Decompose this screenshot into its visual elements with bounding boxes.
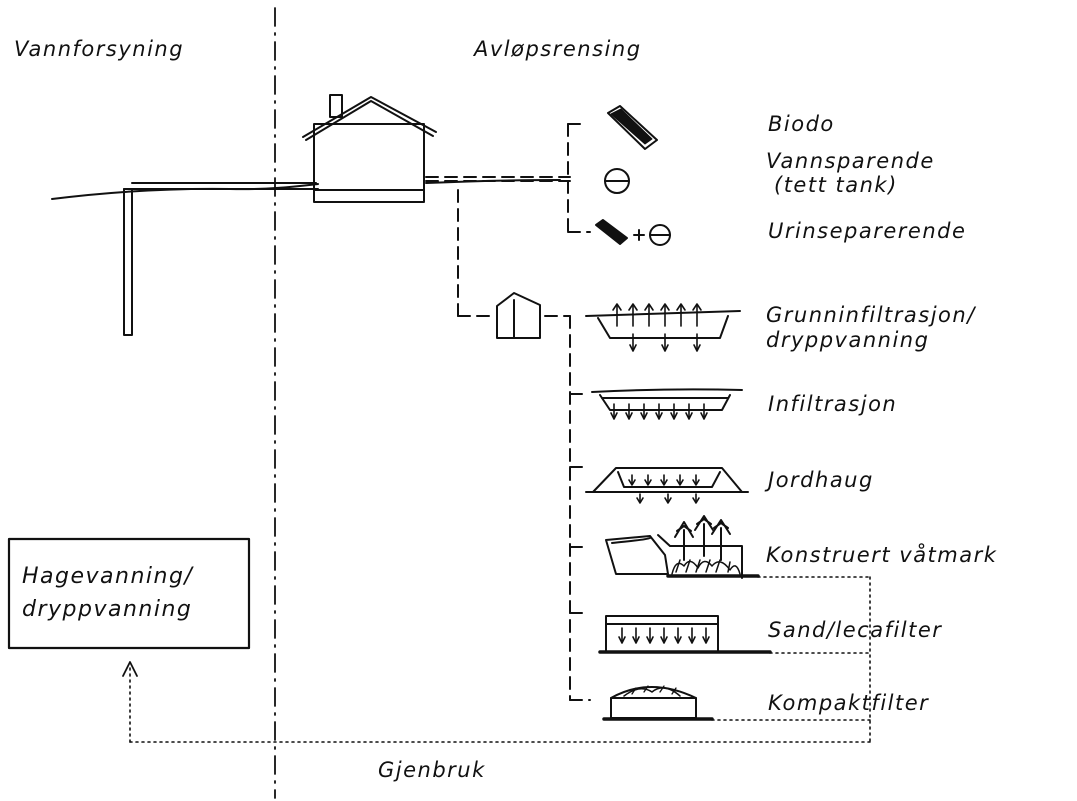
septic-tank-icon	[496, 292, 541, 339]
sand-filter-icon	[598, 615, 772, 654]
label-tett-tank: (tett tank)	[774, 173, 898, 197]
ground-infiltration-icon	[585, 303, 741, 352]
heading-wastewater: Avløpsrensing	[472, 37, 642, 61]
label-infiltrasjon: Infiltrasjon	[768, 392, 897, 416]
label-dryppvanning: dryppvanning	[766, 328, 929, 352]
biodo-toilet-icon	[607, 105, 658, 150]
reuse-connectors	[129, 576, 871, 743]
constructed-wetland-icon	[605, 515, 760, 579]
septic-connectors	[457, 189, 591, 701]
ground-line	[51, 183, 319, 200]
reuse-box	[7, 537, 251, 650]
label-konstruert-vatmark: Konstruert våtmark	[766, 542, 997, 567]
label-jordhaug: Jordhaug	[764, 468, 874, 492]
label-vannsparende: Vannsparende	[766, 149, 935, 173]
label-kompaktfilter: Kompaktfilter	[768, 691, 929, 715]
reuse-arrowhead-icon	[122, 661, 138, 677]
reuse-box-line1: Hagevanning/	[22, 564, 194, 589]
water-saving-tank-icon	[604, 168, 630, 194]
compact-filter-icon	[602, 685, 714, 721]
label-sand-lecafilter: Sand/lecafilter	[768, 618, 942, 642]
label-grunninfiltrasjon: Grunninfiltrasjon/	[766, 303, 976, 327]
toilet-connectors	[425, 123, 591, 233]
label-gjenbruk: Gjenbruk	[378, 758, 486, 782]
heading-water-supply: Vannforsyning	[14, 37, 184, 61]
reuse-box-line2: dryppvanning	[22, 597, 192, 622]
label-urinseparerende: Urinseparerende	[768, 219, 966, 243]
urine-separating-icon	[595, 219, 671, 246]
house-icon	[302, 94, 437, 203]
soil-mound-icon	[585, 467, 749, 504]
well-icon	[123, 182, 319, 336]
label-biodo: Biodo	[768, 112, 835, 136]
infiltration-icon	[591, 388, 743, 420]
